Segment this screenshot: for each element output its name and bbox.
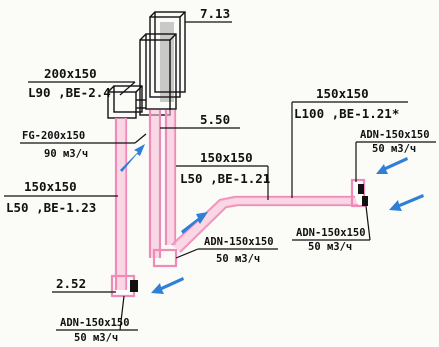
bottom-left-elbow — [110, 274, 138, 298]
duct-150x150-left-size: 150x150 — [24, 179, 77, 194]
air-arrow-bottom-left — [151, 277, 184, 294]
duct-150x150-mid-size: 150x150 — [200, 150, 253, 165]
duct-150x150-left-spec: L50 ,BE-1.23 — [6, 200, 96, 215]
left-vertical-duct — [114, 118, 128, 290]
air-arrow-right-bottom — [389, 194, 424, 211]
adn-right-bottom-flow: 50 м3/ч — [308, 241, 352, 253]
adn-bottom-flow: 50 м3/ч — [74, 332, 118, 344]
duct-150x150-right-size: 150x150 — [316, 86, 369, 101]
grille-fg-name: FG-200x150 — [22, 130, 85, 142]
adn-center-name: ADN-150x150 — [204, 236, 274, 248]
elevation-bottom: 2.52 — [56, 276, 86, 291]
air-arrow-fg — [120, 144, 145, 172]
adn-right-bottom-name: ADN-150x150 — [296, 227, 366, 239]
connector-200x150 — [136, 99, 146, 109]
duct-150x150-mid-spec: L50 ,BE-1.21 — [180, 171, 270, 186]
riser-mid-box — [139, 33, 177, 116]
mid-vertical-duct — [164, 110, 177, 245]
air-arrow-center — [181, 212, 208, 234]
adn-right-top-flow: 50 м3/ч — [372, 143, 416, 155]
center-vertical-duct — [148, 110, 162, 258]
adn-center-flow: 50 м3/ч — [216, 253, 260, 265]
duct-150x150-right-spec: L100 ,BE-1.21* — [294, 106, 399, 121]
leaders — [4, 21, 436, 331]
riser-top-box — [149, 11, 186, 102]
adn-bottom-name: ADN-150x150 — [60, 317, 130, 329]
adn-right-top-name: ADN-150x150 — [360, 129, 430, 141]
duct-200x150-spec: L90 ,BE-2.4 — [28, 85, 111, 100]
right-small-riser — [350, 178, 368, 208]
elevation-mid: 5.50 — [200, 112, 230, 127]
duct-200x150-size: 200x150 — [44, 66, 97, 81]
grille-fg-flow: 90 м3/ч — [44, 148, 88, 160]
air-arrow-right-top — [376, 157, 408, 174]
elevation-top: 7.13 — [200, 6, 230, 21]
